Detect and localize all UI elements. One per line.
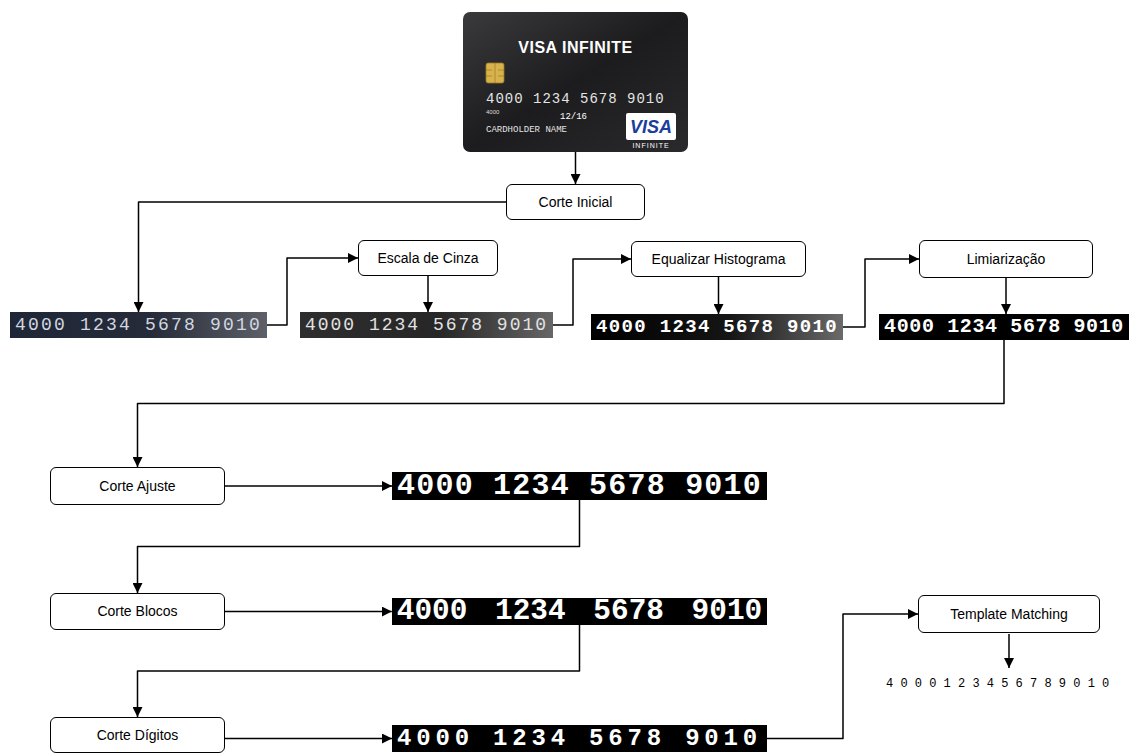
box-label: Limiarização <box>967 251 1046 268</box>
card-body <box>463 12 688 152</box>
image-strip: 4000 1234 5678 9010 <box>300 312 553 338</box>
box-label: Corte Ajuste <box>99 478 175 495</box>
result-arrow <box>1008 634 1010 668</box>
box-label: Template Matching <box>950 606 1068 623</box>
card-text: 4000 1234 5678 9010 <box>486 92 665 106</box>
image-strip: 4000 1234 5678 9010 <box>392 598 767 625</box>
flow-arrow <box>427 276 429 312</box>
chip-contacts <box>486 63 504 83</box>
image-strip: 4000 1234 5678 9010 <box>392 725 767 752</box>
process-box: Corte Ajuste <box>50 467 225 505</box>
card-chip <box>486 63 504 83</box>
image-strip: 4000 1234 5678 9010 <box>879 314 1129 340</box>
box-label: Equalizar Histograma <box>652 251 786 268</box>
flow-arrow <box>225 738 392 740</box>
process-box: Equalizar Histograma <box>631 241 806 277</box>
result-digits: 4 0 0 0 1 2 3 4 5 6 7 8 9 0 1 0 <box>886 677 1109 691</box>
digit-strip-text: 4000 1234 5678 9010 <box>884 317 1124 337</box>
flow-arrow <box>767 614 918 739</box>
card-illustration <box>463 12 688 152</box>
digit-strip-text: 4000 1234 5678 9010 <box>15 316 262 334</box>
box-label: Corte Dígitos <box>97 727 179 744</box>
card-text: INFINITE <box>626 142 676 149</box>
flow-arrow <box>139 202 507 312</box>
image-strip: 4000 1234 5678 9010 <box>392 472 767 500</box>
flow-arrow <box>1005 278 1007 314</box>
process-box: Corte Blocos <box>50 593 225 630</box>
flow-arrow <box>575 152 577 184</box>
process-box: Corte Dígitos <box>50 717 225 753</box>
flow-arrow <box>138 500 580 593</box>
box-label: Corte Inicial <box>539 194 613 211</box>
flow-arrow <box>138 340 1005 467</box>
card-text: CARDHOLDER NAME <box>486 126 567 135</box>
flow-arrow <box>225 485 392 487</box>
process-box: Template Matching <box>918 595 1100 633</box>
card-text: 12/16 <box>560 113 587 122</box>
digit-strip-text: 4000 1234 5678 9010 <box>305 316 548 334</box>
flow-arrow <box>138 625 580 717</box>
process-box: Corte Inicial <box>506 184 645 220</box>
credit-card: VISA INFINITE 4000 1234 5678 9010 4000 12/1… <box>463 12 688 152</box>
digit-strip-text: 4000 1234 5678 9010 <box>397 471 762 501</box>
process-box: Escala de Cinza <box>358 240 498 276</box>
digit-strip-text: 4000 1234 5678 9010 <box>596 318 838 337</box>
image-strip: 4000 1234 5678 9010 <box>10 312 267 338</box>
image-strip: 4000 1234 5678 9010 <box>591 314 843 340</box>
digit-strip-text: 4000 1234 5678 9010 <box>397 597 762 626</box>
box-label: Corte Blocos <box>97 603 177 620</box>
box-label: Escala de Cinza <box>377 250 478 267</box>
flow-arrow <box>225 611 392 613</box>
card-text: VISA <box>626 113 676 140</box>
process-box: Limiarização <box>919 240 1093 278</box>
flow-arrow <box>718 277 720 314</box>
card-text: VISA INFINITE <box>463 40 688 56</box>
digit-strip-text: 4000 1234 5678 9010 <box>397 727 762 751</box>
card-text: 4000 <box>486 109 499 115</box>
